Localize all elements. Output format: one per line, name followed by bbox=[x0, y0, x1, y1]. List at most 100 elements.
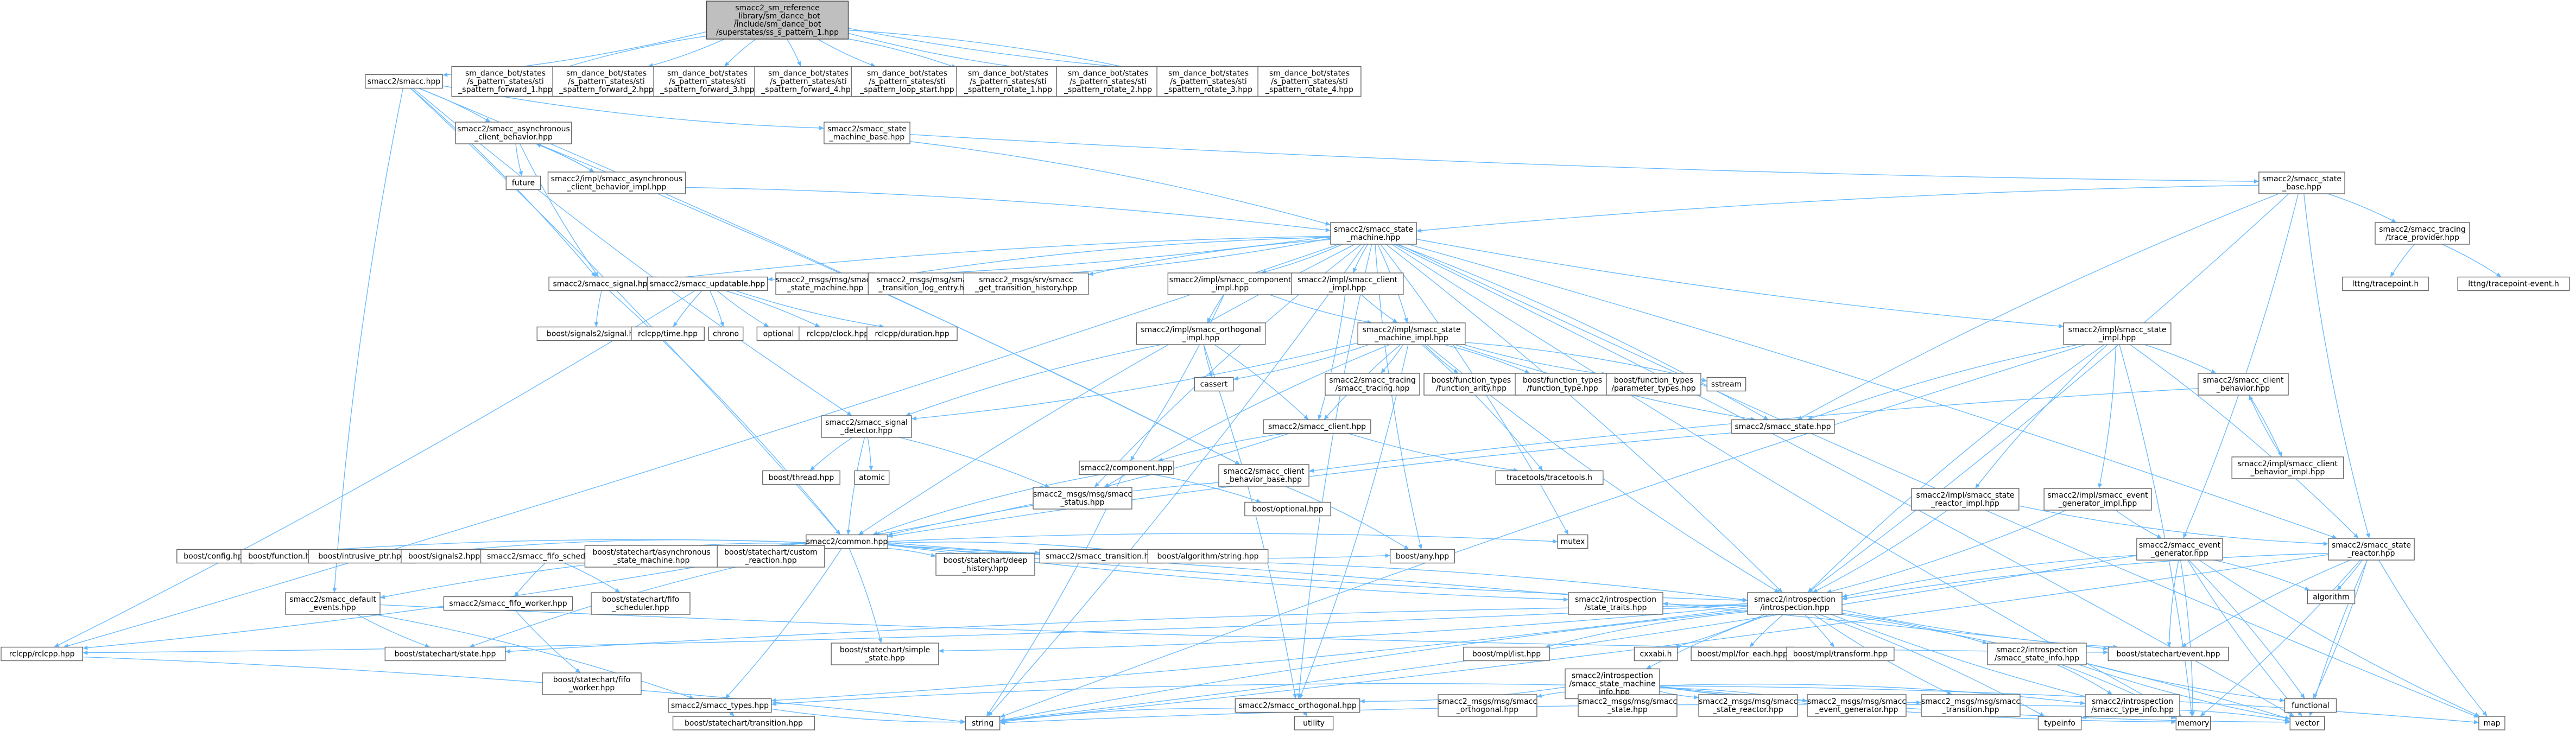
graph-node-simple[interactable]: boost/statechart/simple_state.hpp bbox=[831, 643, 939, 665]
graph-node-orthimpl[interactable]: smacc2/impl/smacc_orthogonal_impl.hpp bbox=[1136, 322, 1266, 345]
graph-node-algorithm[interactable]: algorithm bbox=[2307, 589, 2356, 605]
graph-node-smbase[interactable]: smacc2/smacc_state_machine_base.hpp bbox=[824, 122, 910, 144]
graph-node-cbehav[interactable]: smacc2/smacc_client_behavior.hpp bbox=[2198, 373, 2289, 396]
graph-node-fn-arity[interactable]: boost/function_types/function_arity.hpp bbox=[1423, 373, 1519, 396]
graph-node-map[interactable]: map bbox=[2478, 716, 2505, 730]
graph-node-string[interactable]: string bbox=[965, 716, 1001, 730]
graph-node-fifoworker[interactable]: smacc2/smacc_fifo_worker.hpp bbox=[443, 596, 573, 611]
graph-node-intrusive[interactable]: boost/intrusive_ptr.hpp bbox=[308, 549, 416, 564]
graph-node-typeinfo-std[interactable]: typeinfo bbox=[2037, 716, 2082, 730]
graph-node-fifo-sched[interactable]: boost/statechart/fifo_scheduler.hpp bbox=[591, 592, 691, 615]
graph-node-atomic[interactable]: atomic bbox=[854, 470, 890, 485]
graph-node-msg-evgen[interactable]: smacc2_msgs/msg/smacc_event_generator.hp… bbox=[1807, 694, 1907, 717]
graph-node-sm[interactable]: smacc2/smacc_state_machine.hpp bbox=[1330, 222, 1417, 245]
graph-node-f3[interactable]: sm_dance_bot/states/s_pattern_states/sti… bbox=[653, 66, 762, 97]
graph-node-statetraits[interactable]: smacc2/introspection/state_traits.hpp bbox=[1568, 592, 1663, 615]
graph-node-evgenimpl[interactable]: smacc2/impl/smacc_event_generator_impl.h… bbox=[2043, 488, 2152, 511]
graph-node-statebase[interactable]: smacc2/smacc_state_base.hpp bbox=[2258, 171, 2345, 194]
graph-node-deep[interactable]: boost/statechart/deep_history.hpp bbox=[935, 553, 1035, 576]
graph-node-component[interactable]: smacc2/component.hpp bbox=[1079, 460, 1174, 475]
graph-node-optional[interactable]: optional bbox=[756, 326, 801, 341]
graph-node-async[interactable]: smacc2/smacc_asynchronous_client_behavio… bbox=[455, 122, 572, 144]
graph-node-optional-b[interactable]: boost/optional.hpp bbox=[1244, 501, 1331, 517]
graph-node-custom[interactable]: boost/statechart/custom_reaction.hpp bbox=[717, 545, 825, 568]
graph-node-asyncimpl[interactable]: smacc2/impl/smacc_asynchronous_client_be… bbox=[547, 171, 686, 194]
graph-node-transition[interactable]: smacc2/smacc_transition.hpp bbox=[1039, 549, 1165, 564]
graph-node-root[interactable]: smacc2_sm_reference_library/sm_dance_bot… bbox=[706, 1, 849, 40]
graph-node-cbbase[interactable]: smacc2/smacc_client_behavior_base.hpp bbox=[1218, 464, 1309, 487]
graph-node-rclcpp-time[interactable]: rclcpp/time.hpp bbox=[631, 326, 705, 341]
graph-node-default[interactable]: smacc2/smacc_default_events.hpp bbox=[285, 592, 381, 615]
graph-node-sstream[interactable]: sstream bbox=[1706, 377, 1746, 392]
graph-node-smimpl[interactable]: smacc2/impl/smacc_state_machine_impl.hpp bbox=[1357, 322, 1466, 345]
graph-node-sreactimpl[interactable]: smacc2/impl/smacc_state_reactor_impl.hpp bbox=[1911, 488, 2020, 511]
graph-node-utility[interactable]: utility bbox=[1294, 716, 1334, 730]
graph-node-thread[interactable]: boost/thread.hpp bbox=[762, 470, 840, 485]
graph-node-r1[interactable]: sm_dance_bot/states/s_pattern_states/sti… bbox=[956, 66, 1060, 97]
graph-node-types[interactable]: smacc2/smacc_types.hpp bbox=[668, 698, 772, 713]
graph-node-vector[interactable]: vector bbox=[2289, 716, 2325, 730]
graph-node-stateinfo[interactable]: smacc2/introspection/smacc_state_info.hp… bbox=[1987, 643, 2087, 665]
graph-node-cxxabi[interactable]: cxxabi.h bbox=[1634, 646, 1678, 662]
graph-node-clientimpl[interactable]: smacc2/impl/smacc_client_impl.hpp bbox=[1291, 272, 1404, 295]
graph-node-sigdet[interactable]: smacc2/smacc_signal_detector.hpp bbox=[821, 415, 912, 438]
graph-node-msg-state[interactable]: smacc2_msgs/msg/smacc_state.hpp bbox=[1578, 694, 1678, 717]
graph-node-fifo-worker-b[interactable]: boost/statechart/fifo_worker.hpp bbox=[542, 672, 642, 695]
graph-node-bevent[interactable]: boost/statechart/event.hpp bbox=[2107, 646, 2229, 662]
graph-node-btrans[interactable]: boost/statechart/transition.hpp bbox=[672, 716, 815, 730]
graph-node-r3[interactable]: sm_dance_bot/states/s_pattern_states/sti… bbox=[1156, 66, 1261, 97]
graph-node-sreactor[interactable]: smacc2/smacc_state_reactor.hpp bbox=[2328, 538, 2415, 561]
graph-node-tracetools[interactable]: tracetools/tracetools.h bbox=[1495, 470, 1604, 485]
graph-node-srv-hist[interactable]: smacc2_msgs/srv/smacc_get_transition_his… bbox=[963, 272, 1089, 295]
graph-node-typeinfo[interactable]: smacc2/introspection/smacc_type_info.hpp bbox=[2085, 694, 2180, 717]
graph-node-evgen[interactable]: smacc2/smacc_event_generator.hpp bbox=[2136, 538, 2223, 561]
graph-node-rclcpp[interactable]: rclcpp/rclcpp.hpp bbox=[1, 646, 84, 662]
graph-node-cbehavimpl[interactable]: smacc2/impl/smacc_client_behavior_impl.h… bbox=[2231, 456, 2344, 479]
graph-node-future[interactable]: future bbox=[505, 175, 541, 190]
graph-node-mpltransform[interactable]: boost/mpl/transform.hpp bbox=[1786, 646, 1895, 662]
graph-node-r2[interactable]: sm_dance_bot/states/s_pattern_states/sti… bbox=[1056, 66, 1160, 97]
graph-node-client[interactable]: smacc2/smacc_client.hpp bbox=[1263, 419, 1371, 434]
graph-node-rclcpp-clock[interactable]: rclcpp/clock.hpp bbox=[799, 326, 877, 341]
graph-node-f1[interactable]: sm_dance_bot/states/s_pattern_states/sti… bbox=[451, 66, 560, 97]
graph-node-any[interactable]: boost/any.hpp bbox=[1389, 549, 1455, 564]
graph-node-msg-status[interactable]: smacc2_msgs/msg/smacc_status.hpp bbox=[1033, 487, 1132, 510]
graph-node-lttngtp[interactable]: lttng/tracepoint.h bbox=[2342, 276, 2429, 291]
graph-node-tracing[interactable]: smacc2/smacc_tracing/trace_provider.hpp bbox=[2375, 222, 2470, 245]
graph-node-memory[interactable]: memory bbox=[2175, 716, 2211, 730]
graph-node-async-sm[interactable]: boost/statechart/asynchronous_state_mach… bbox=[584, 545, 719, 568]
graph-node-mpllist[interactable]: boost/mpl/list.hpp bbox=[1463, 646, 1550, 662]
graph-node-intro[interactable]: smacc2/introspection/introspection.hpp bbox=[1747, 592, 1843, 615]
node-label: cassert bbox=[1200, 380, 1228, 389]
graph-node-smacc[interactable]: smacc2/smacc.hpp bbox=[365, 74, 443, 89]
graph-node-f4[interactable]: sm_dance_bot/states/s_pattern_states/sti… bbox=[754, 66, 863, 97]
graph-node-fn-param[interactable]: boost/function_types/parameter_types.hpp bbox=[1606, 373, 1701, 396]
graph-node-msg-sreact[interactable]: smacc2_msgs/msg/smacc_state_reactor.hpp bbox=[1698, 694, 1798, 717]
graph-node-state[interactable]: smacc2/smacc_state.hpp bbox=[1731, 419, 1835, 434]
graph-node-foreach[interactable]: boost/mpl/for_each.hpp bbox=[1691, 646, 1795, 662]
graph-node-fn-type[interactable]: boost/function_types/function_type.hpp bbox=[1515, 373, 1610, 396]
graph-node-compimpl[interactable]: smacc2/impl/smacc_component_impl.hpp bbox=[1167, 272, 1293, 295]
graph-node-trace-tr[interactable]: smacc2/smacc_tracing/smacc_tracing.hpp bbox=[1325, 373, 1420, 396]
graph-node-lttngev[interactable]: lttng/tracepoint-event.h bbox=[2457, 276, 2570, 291]
graph-node-algstr[interactable]: boost/algorithm/string.hpp bbox=[1147, 549, 1269, 564]
graph-node-signal[interactable]: smacc2/smacc_signal.hpp bbox=[548, 276, 657, 291]
graph-node-msg-sm[interactable]: smacc2_msgs/msg/smacc_state_machine.hpp bbox=[775, 272, 875, 295]
graph-node-mutex[interactable]: mutex bbox=[1557, 534, 1588, 549]
graph-node-functional[interactable]: functional bbox=[2284, 698, 2337, 713]
graph-node-loop[interactable]: sm_dance_bot/states/s_pattern_states/sti… bbox=[851, 66, 964, 97]
graph-node-rclcpp-dur[interactable]: rclcpp/duration.hpp bbox=[866, 326, 958, 341]
graph-node-msg-trans[interactable]: smacc2_msgs/msg/smacc_transition.hpp bbox=[1921, 694, 2021, 717]
graph-node-bstate[interactable]: boost/statechart/state.hpp bbox=[384, 646, 506, 662]
graph-node-updatable[interactable]: smacc2/smacc_updatable.hpp bbox=[647, 276, 768, 291]
graph-node-r4[interactable]: sm_dance_bot/states/s_pattern_states/sti… bbox=[1257, 66, 1362, 97]
graph-node-f2[interactable]: sm_dance_bot/states/s_pattern_states/sti… bbox=[552, 66, 661, 97]
graph-node-msg-orth[interactable]: smacc2_msgs/msg/smacc_orthogonal.hpp bbox=[1438, 694, 1537, 717]
node-label: typeinfo bbox=[2044, 719, 2075, 728]
graph-node-cassert[interactable]: cassert bbox=[1194, 377, 1234, 392]
graph-node-signals2h[interactable]: boost/signals2.hpp bbox=[401, 549, 488, 564]
graph-node-orthogonal[interactable]: smacc2/smacc_orthogonal.hpp bbox=[1235, 698, 1360, 713]
graph-node-chrono[interactable]: chrono bbox=[708, 326, 744, 341]
graph-node-stateimpl[interactable]: smacc2/impl/smacc_state_impl.hpp bbox=[2063, 322, 2172, 345]
graph-node-sminfo[interactable]: smacc2/introspection/smacc_state_machine… bbox=[1565, 668, 1660, 700]
